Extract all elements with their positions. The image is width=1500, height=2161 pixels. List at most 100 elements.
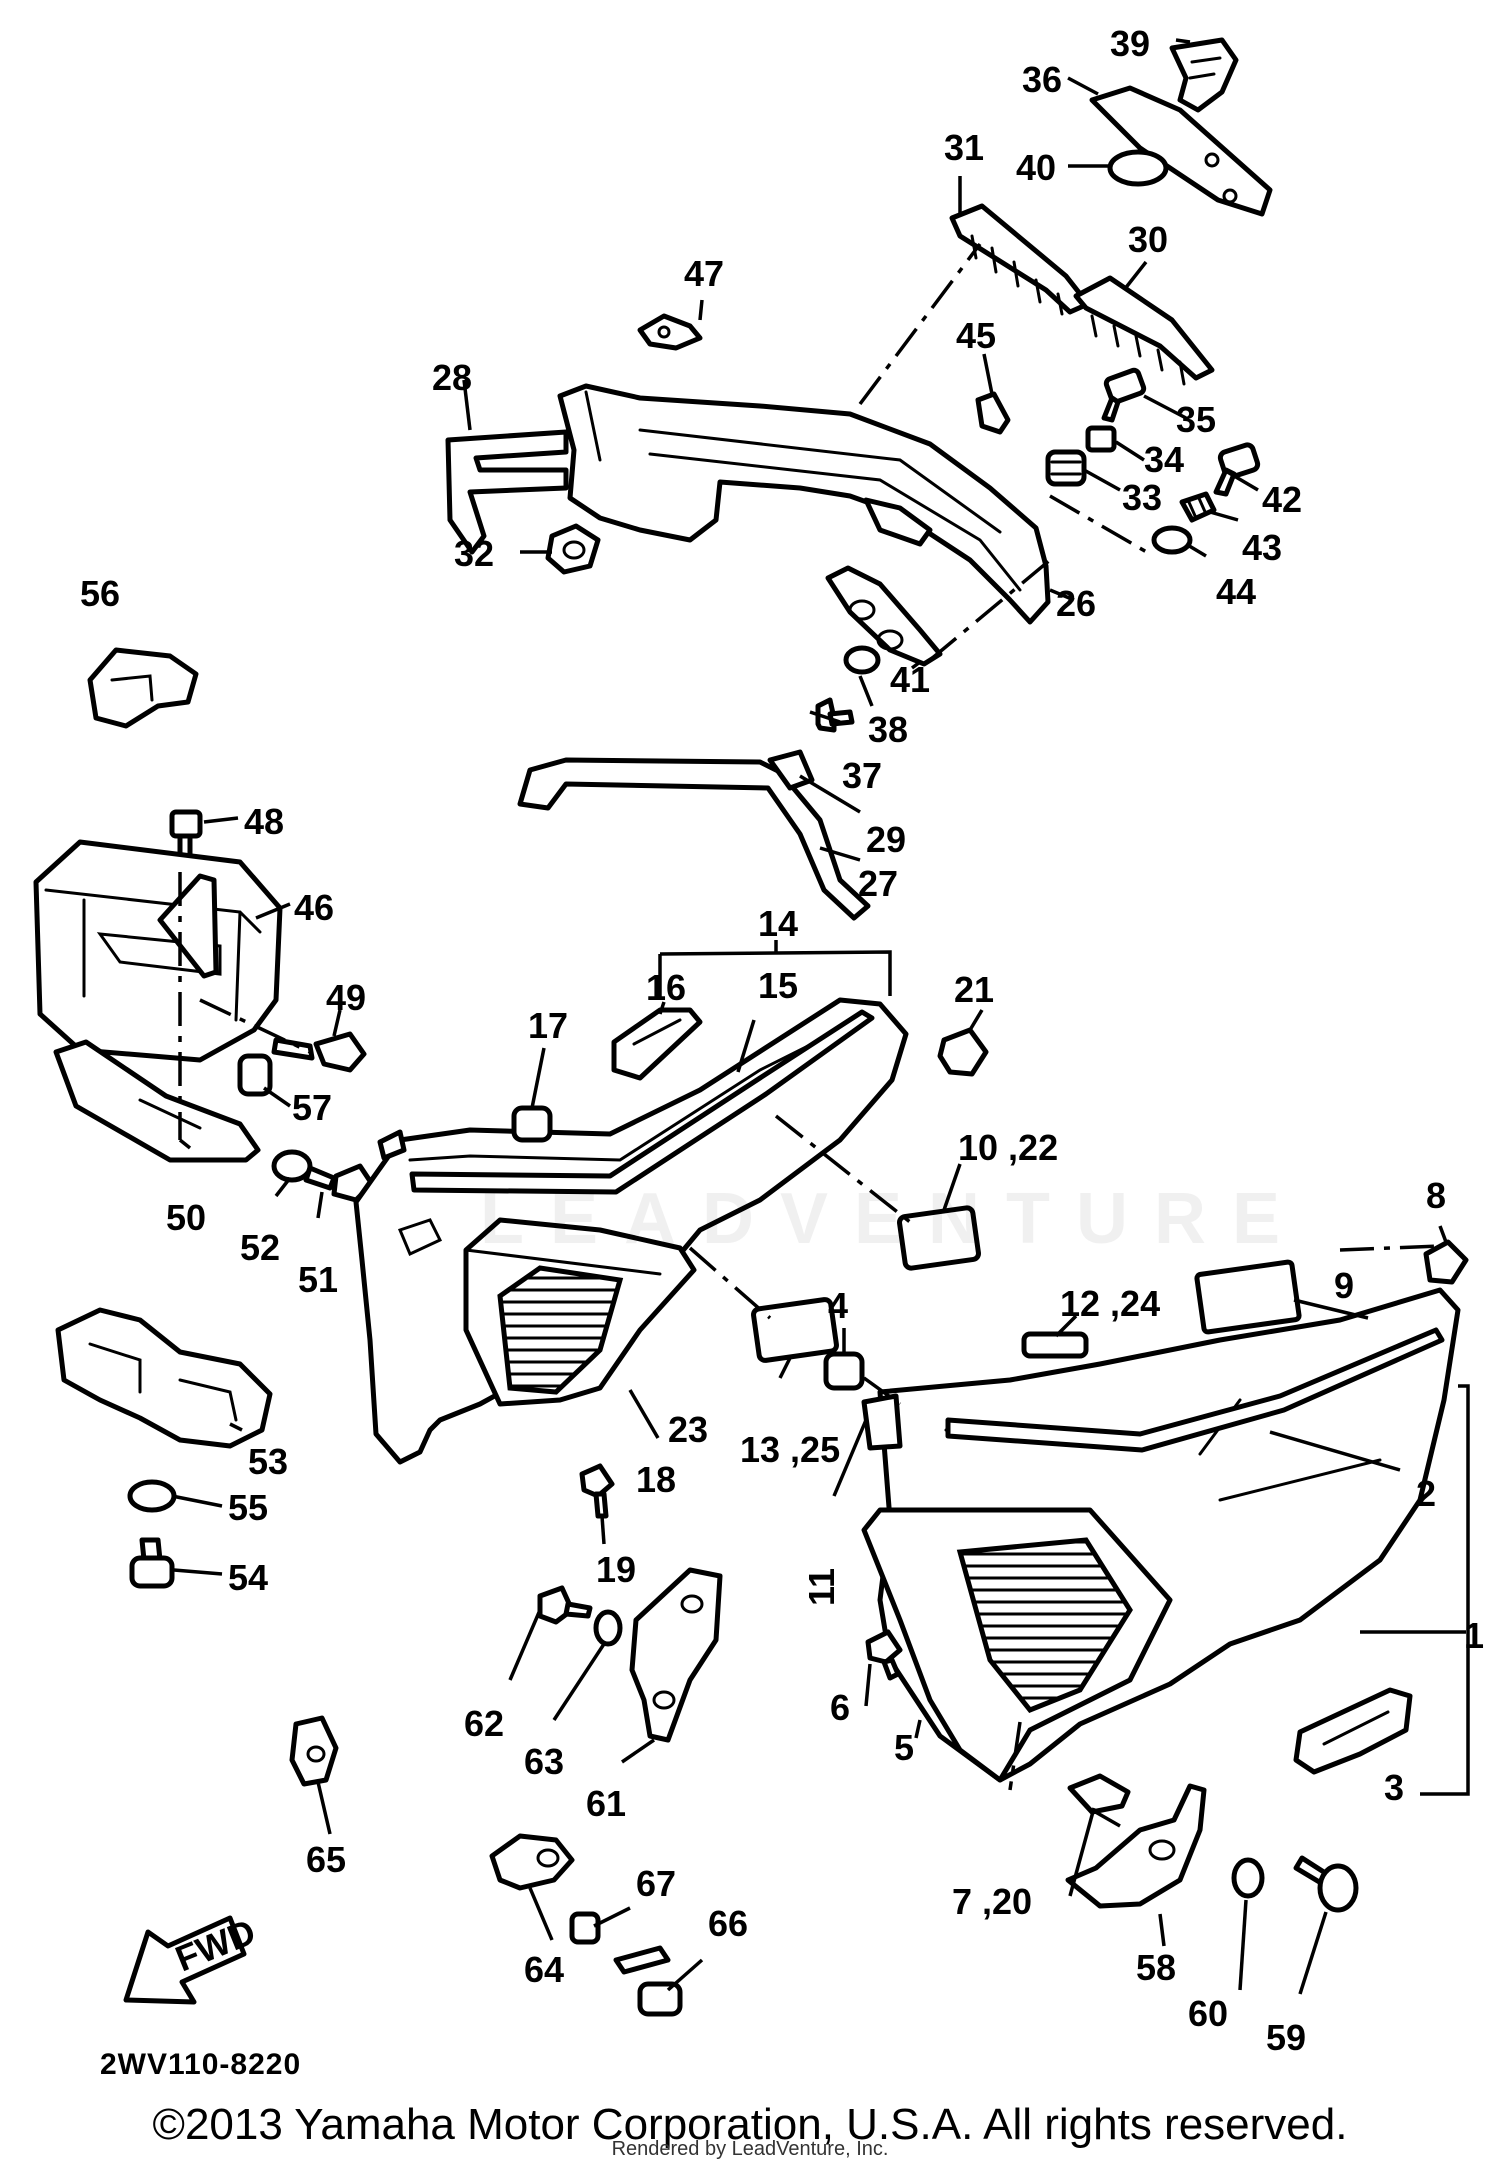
part-28-grab-handle xyxy=(445,429,569,555)
part-65-clamp xyxy=(289,1715,339,1787)
part-13-emblem xyxy=(751,1297,839,1363)
part-2-trim-strip xyxy=(945,1327,1445,1453)
callout-60: 60 xyxy=(1188,1993,1228,2034)
part-52-washer xyxy=(271,1149,313,1183)
callout-43: 43 xyxy=(1242,527,1282,568)
callout-47: 47 xyxy=(684,253,724,294)
part-46-battery-box xyxy=(33,839,283,1063)
part-33-damper xyxy=(1045,449,1087,487)
part-9-label xyxy=(1194,1259,1302,1335)
part-21-grommet xyxy=(937,1027,989,1077)
part-10-emblem xyxy=(897,1205,981,1271)
part-54-bolt xyxy=(129,1537,175,1589)
part-38-washer xyxy=(843,645,881,675)
part-58-bracket xyxy=(1065,1783,1207,1909)
callout-13: 13 ,25 xyxy=(740,1429,840,1470)
part-8-grommet xyxy=(1423,1239,1469,1285)
watermark-text: LEADVENTURE xyxy=(480,1179,1307,1259)
part-49-bolt xyxy=(271,1031,367,1073)
part-44-washer xyxy=(1151,525,1193,555)
part-26-seat-cowl xyxy=(557,383,1051,625)
callout-35: 35 xyxy=(1176,399,1216,440)
callout-26: 26 xyxy=(1056,583,1096,624)
part-31-rubber-strip xyxy=(949,203,1091,316)
part-6-screw xyxy=(865,1629,903,1681)
part-36-plate xyxy=(1089,85,1273,217)
part-40-grommet xyxy=(1107,149,1169,187)
part-27-rail xyxy=(517,757,871,921)
part-15-trim-strip xyxy=(377,1009,875,1195)
callout-48: 48 xyxy=(244,801,284,842)
assembly-centerlines xyxy=(178,242,1441,1791)
callout-21: 21 xyxy=(954,969,994,1010)
callout-37: 37 xyxy=(842,755,882,796)
callout-67: 67 xyxy=(636,1863,676,1904)
callout-12: 12 ,24 xyxy=(1060,1283,1160,1324)
callout-31: 31 xyxy=(944,127,984,168)
callout-17: 17 xyxy=(528,1005,568,1046)
callout-33: 33 xyxy=(1122,477,1162,518)
part-5-duct xyxy=(861,1507,1173,1783)
copyright-notice: ©2013 Yamaha Motor Corporation, U.S.A. A… xyxy=(152,2100,1348,2149)
part-41-bracket xyxy=(825,565,943,667)
callout-39: 39 xyxy=(1110,23,1150,64)
part-57-collar xyxy=(237,1053,273,1097)
callout-32: 32 xyxy=(454,533,494,574)
callout-16: 16 xyxy=(646,967,686,1008)
callout-46: 46 xyxy=(294,887,334,928)
part-63-washer xyxy=(593,1609,623,1647)
part-7-clip xyxy=(1067,1773,1131,1815)
callout-61: 61 xyxy=(586,1783,626,1824)
callout-5: 5 xyxy=(894,1727,914,1768)
callout-2: 2 xyxy=(1416,1473,1436,1514)
part-35-screw xyxy=(1101,367,1147,423)
callout-11: 11 xyxy=(801,1568,842,1606)
callout-54: 54 xyxy=(228,1557,268,1598)
part-11-seal xyxy=(861,1393,903,1451)
part-47-clip xyxy=(637,313,703,351)
callout-8: 8 xyxy=(1426,1175,1446,1216)
part-55-nut xyxy=(127,1479,177,1513)
part-3-emblem xyxy=(1293,1687,1413,1775)
callout-41: 41 xyxy=(890,659,930,700)
callout-66: 66 xyxy=(708,1903,748,1944)
part-61-bracket xyxy=(629,1567,723,1743)
part-17-grommet xyxy=(511,1105,553,1143)
callout-63: 63 xyxy=(524,1741,564,1782)
part-45-clip xyxy=(975,391,1011,435)
callout-45: 45 xyxy=(956,315,996,356)
callout-51: 51 xyxy=(298,1259,338,1300)
rendered-by-note: Rendered by LeadVenture, Inc. xyxy=(611,2138,889,2160)
callout-64: 64 xyxy=(524,1949,564,1990)
callout-labels: 39 36 40 31 30 47 28 45 35 34 33 42 43 4… xyxy=(80,23,1484,2058)
part-19-screw xyxy=(579,1463,615,1519)
callout-38: 38 xyxy=(868,709,908,750)
callout-65: 65 xyxy=(306,1839,346,1880)
callout-14: 14 xyxy=(758,903,798,944)
part-32-grommet xyxy=(545,523,601,575)
part-60-washer xyxy=(1231,1857,1265,1899)
callout-56: 56 xyxy=(80,573,120,614)
diagram-part-number: 2WV110-8220 xyxy=(100,2048,302,2081)
part-29-clip xyxy=(767,749,815,791)
callout-52: 52 xyxy=(240,1227,280,1268)
callout-4: 4 xyxy=(828,1285,848,1326)
part-67-nut xyxy=(569,1911,601,1945)
part-18-duct xyxy=(463,1217,697,1407)
callout-44: 44 xyxy=(1216,571,1256,612)
callout-40: 40 xyxy=(1016,147,1056,188)
part-66-bolt xyxy=(613,1945,683,2017)
callout-1: 1 xyxy=(1464,1615,1484,1656)
part-39-key-cylinder xyxy=(1169,37,1239,113)
part-12-emblem xyxy=(1021,1331,1089,1359)
callout-23: 23 xyxy=(668,1409,708,1450)
part-30-rubber-strip xyxy=(1073,275,1215,386)
callout-18: 18 xyxy=(636,1459,676,1500)
callout-59: 59 xyxy=(1266,2017,1306,2058)
part-53-bracket xyxy=(55,1307,273,1449)
callout-57: 57 xyxy=(292,1087,332,1128)
leader-lines xyxy=(171,38,1470,1995)
part-16-emblem xyxy=(611,1007,703,1081)
part-42-bolt xyxy=(1213,442,1261,497)
callout-29: 29 xyxy=(866,819,906,860)
